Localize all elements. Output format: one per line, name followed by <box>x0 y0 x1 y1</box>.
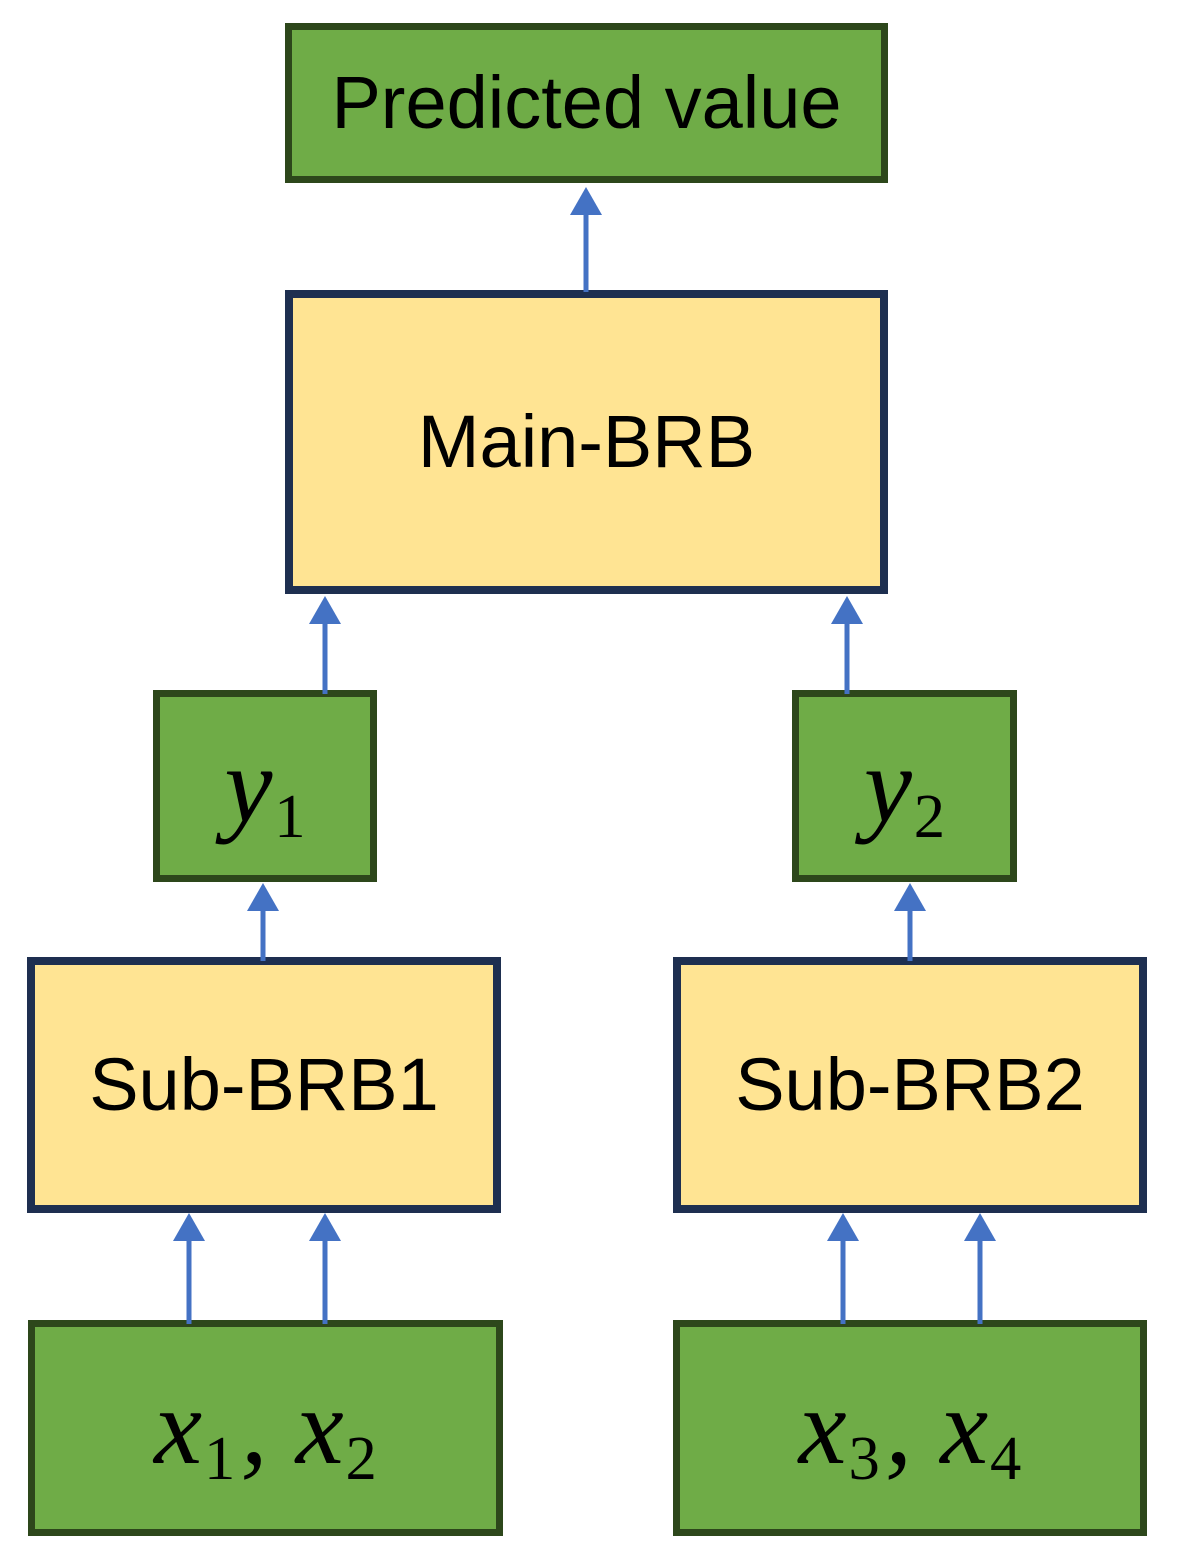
sub-brb2-label: Sub-BRB2 <box>735 1043 1085 1126</box>
arrow-y2-to-main-brb <box>831 596 863 694</box>
x3-var: x <box>798 1368 847 1487</box>
comma-separator: , <box>885 1368 913 1487</box>
arrow-y1-to-main-brb <box>309 596 341 694</box>
node-predicted-value: Predicted value <box>285 23 888 183</box>
y2-var: y <box>863 726 912 845</box>
node-x3-x4: x3,x4 <box>673 1320 1147 1536</box>
arrow-sub-brb1-to-y1 <box>247 883 279 961</box>
x4-subscript: 4 <box>990 1423 1022 1494</box>
node-y2: y2 <box>792 690 1017 882</box>
comma-separator: , <box>240 1368 268 1487</box>
arrow-sub-brb2-to-y2 <box>894 883 926 961</box>
y1-label: y1 <box>224 732 305 848</box>
x1-var: x <box>154 1368 203 1487</box>
x2-subscript: 2 <box>345 1423 377 1494</box>
node-x1-x2: x1,x2 <box>28 1320 503 1536</box>
sub-brb1-label: Sub-BRB1 <box>89 1043 439 1126</box>
x3-subscript: 3 <box>848 1423 880 1494</box>
node-main-brb: Main-BRB <box>285 290 888 594</box>
x1-x2-label: x1,x2 <box>154 1374 377 1490</box>
arrow-x2-to-sub-brb1 <box>309 1213 341 1324</box>
predicted-value-label: Predicted value <box>331 61 842 144</box>
x4-var: x <box>940 1368 989 1487</box>
node-y1: y1 <box>153 690 377 882</box>
arrow-main-brb-to-predicted-value <box>570 187 602 292</box>
y1-subscript: 1 <box>274 781 306 852</box>
arrow-x1-to-sub-brb1 <box>173 1213 205 1324</box>
arrow-x4-to-sub-brb2 <box>964 1213 996 1324</box>
node-sub-brb2: Sub-BRB2 <box>673 957 1147 1213</box>
main-brb-label: Main-BRB <box>417 400 756 483</box>
x1-subscript: 1 <box>203 1423 236 1494</box>
arrow-x3-to-sub-brb2 <box>827 1213 859 1324</box>
x3-x4-label: x3,x4 <box>799 1374 1022 1490</box>
x2-var: x <box>295 1368 344 1487</box>
y2-subscript: 2 <box>913 781 946 852</box>
y2-label: y2 <box>864 732 945 848</box>
node-sub-brb1: Sub-BRB1 <box>27 957 501 1213</box>
y1-var: y <box>224 726 273 845</box>
